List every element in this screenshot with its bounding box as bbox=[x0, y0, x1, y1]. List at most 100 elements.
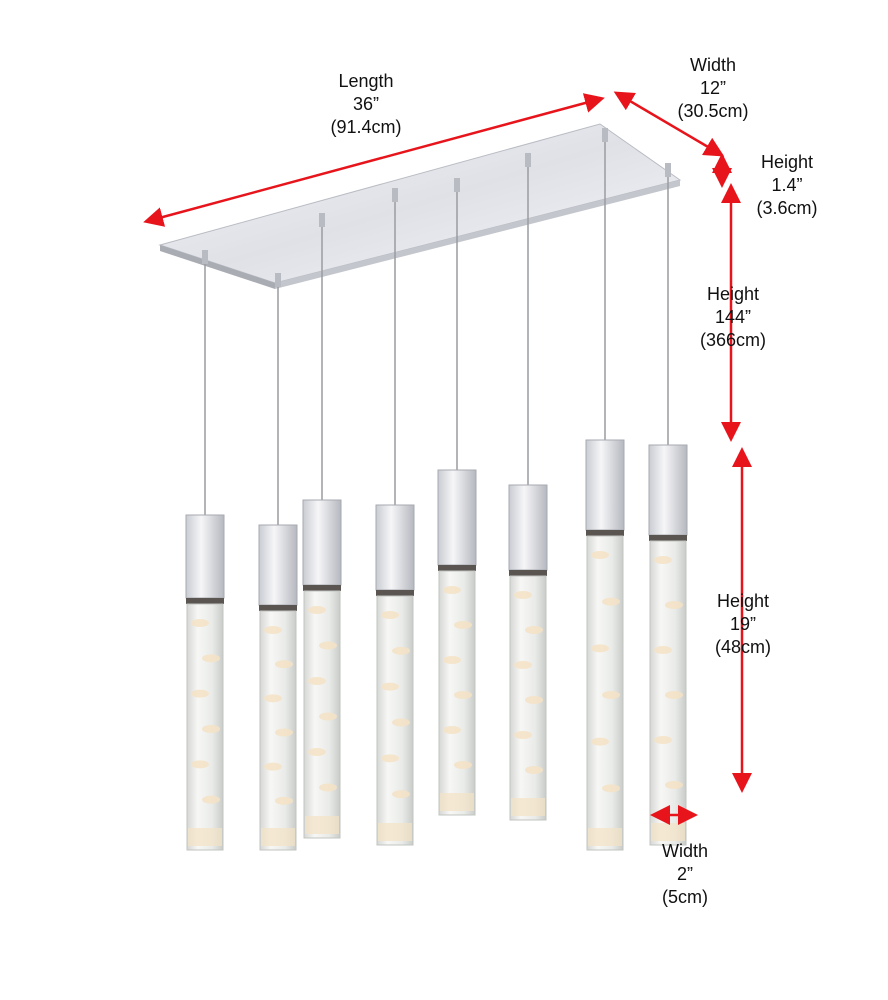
pendant-width-imperial: 2” bbox=[676, 864, 694, 884]
crystal-inclusion bbox=[591, 737, 609, 746]
cap-ring bbox=[438, 565, 476, 571]
crystal-inclusion bbox=[443, 726, 461, 734]
crystal-inclusion bbox=[654, 736, 672, 744]
length-arrow bbox=[143, 93, 605, 227]
canopy-height-label: Height 1.4” (3.6cm) bbox=[756, 151, 817, 220]
crystal-inclusion bbox=[191, 689, 209, 698]
chrome-cap bbox=[437, 469, 477, 566]
crystal-inclusion bbox=[525, 626, 543, 634]
cord-height-metric: (366cm) bbox=[699, 330, 767, 350]
crystal-glow bbox=[651, 823, 685, 841]
pendant-3 bbox=[302, 213, 342, 839]
crystal-glow bbox=[188, 828, 222, 846]
pendant-7 bbox=[585, 128, 625, 851]
canopy-height-title: Height bbox=[760, 152, 814, 172]
crystal-inclusion bbox=[392, 718, 410, 727]
crystal-inclusion bbox=[602, 691, 620, 699]
crystal-glow bbox=[261, 828, 295, 846]
crystal-inclusion bbox=[443, 656, 461, 664]
crystal-inclusion bbox=[202, 725, 220, 733]
crystal-inclusion bbox=[665, 601, 683, 609]
crystal-inclusion bbox=[308, 677, 326, 685]
crystal-inclusion bbox=[264, 626, 282, 634]
chrome-cap bbox=[648, 444, 688, 536]
crystal-inclusion bbox=[525, 696, 543, 704]
pendant-5 bbox=[437, 178, 477, 816]
length-title: Length bbox=[338, 71, 394, 91]
crystal-inclusion bbox=[319, 783, 337, 792]
cord-gripper bbox=[602, 128, 608, 142]
crystal-inclusion bbox=[454, 621, 472, 629]
crystal-inclusion bbox=[443, 586, 461, 594]
crystal-glow bbox=[305, 816, 339, 834]
pendant-4 bbox=[375, 188, 415, 846]
crystal-inclusion bbox=[591, 551, 609, 559]
cord-height-imperial: 144” bbox=[714, 307, 752, 327]
pendant-6 bbox=[508, 153, 548, 821]
pendant-height-label: Height 19” (48cm) bbox=[715, 590, 771, 659]
pendant-width-title: Width bbox=[661, 841, 709, 861]
chrome-cap bbox=[185, 514, 225, 599]
crystal-inclusion bbox=[392, 646, 410, 655]
cap-ring bbox=[586, 530, 624, 536]
pendant-height-imperial: 19” bbox=[729, 614, 757, 634]
crystal-inclusion bbox=[319, 712, 337, 721]
crystal-inclusion bbox=[602, 784, 620, 793]
crystal-inclusion bbox=[602, 597, 620, 606]
crystal-inclusion bbox=[381, 611, 399, 619]
crystal-inclusion bbox=[392, 790, 410, 799]
crystal-inclusion bbox=[665, 781, 683, 789]
cap-ring bbox=[509, 570, 547, 576]
crystal-inclusion bbox=[514, 731, 532, 739]
crystal-inclusion bbox=[381, 754, 399, 763]
cord-gripper bbox=[525, 153, 531, 167]
cord-gripper bbox=[454, 178, 460, 192]
crystal-inclusion bbox=[275, 796, 293, 805]
crystal-inclusion bbox=[202, 795, 220, 804]
cord-gripper bbox=[392, 188, 398, 202]
chrome-cap bbox=[375, 504, 415, 591]
crystal-inclusion bbox=[525, 766, 543, 774]
canopy-width-metric: (30.5cm) bbox=[677, 101, 749, 121]
chrome-cap bbox=[258, 524, 298, 606]
crystal-inclusion bbox=[454, 691, 472, 699]
pendant-width-metric: (5cm) bbox=[661, 887, 708, 907]
canopy-width-arrow bbox=[613, 91, 725, 157]
cap-ring bbox=[186, 598, 224, 604]
crystal-inclusion bbox=[654, 556, 672, 564]
crystal-inclusion bbox=[264, 762, 282, 771]
canopy-width-title: Width bbox=[689, 55, 737, 75]
length-imperial: 36” bbox=[352, 94, 380, 114]
crystal-inclusion bbox=[654, 646, 672, 654]
crystal-inclusion bbox=[319, 641, 337, 650]
crystal-glow bbox=[511, 798, 545, 816]
crystal-inclusion bbox=[202, 654, 220, 663]
pendant-width-label: Width 2” (5cm) bbox=[662, 840, 708, 909]
crystal-inclusion bbox=[514, 661, 532, 669]
pendant-height-metric: (48cm) bbox=[714, 637, 772, 657]
chrome-cap bbox=[585, 439, 625, 531]
canopy-height-metric: (3.6cm) bbox=[756, 198, 818, 218]
cord-gripper bbox=[202, 250, 208, 264]
crystal-inclusion bbox=[591, 644, 609, 653]
crystal-inclusion bbox=[308, 606, 326, 614]
crystal-inclusion bbox=[191, 619, 209, 627]
cap-ring bbox=[259, 605, 297, 611]
cap-ring bbox=[303, 585, 341, 591]
crystal-inclusion bbox=[191, 760, 209, 769]
cord-gripper bbox=[319, 213, 325, 227]
crystal-inclusion bbox=[454, 761, 472, 769]
crystal-inclusion bbox=[308, 748, 326, 756]
canopy-width-label: Width 12” (30.5cm) bbox=[677, 54, 748, 123]
pendant-1 bbox=[185, 250, 225, 851]
crystal-inclusion bbox=[275, 728, 293, 737]
length-label: Length 36” (91.4cm) bbox=[330, 70, 401, 139]
pendant-8 bbox=[648, 163, 688, 846]
crystal-inclusion bbox=[381, 682, 399, 691]
chrome-cap bbox=[508, 484, 548, 571]
cord-height-label: Height 144” (366cm) bbox=[700, 283, 766, 352]
crystal-inclusion bbox=[514, 591, 532, 599]
cord-gripper bbox=[665, 163, 671, 177]
